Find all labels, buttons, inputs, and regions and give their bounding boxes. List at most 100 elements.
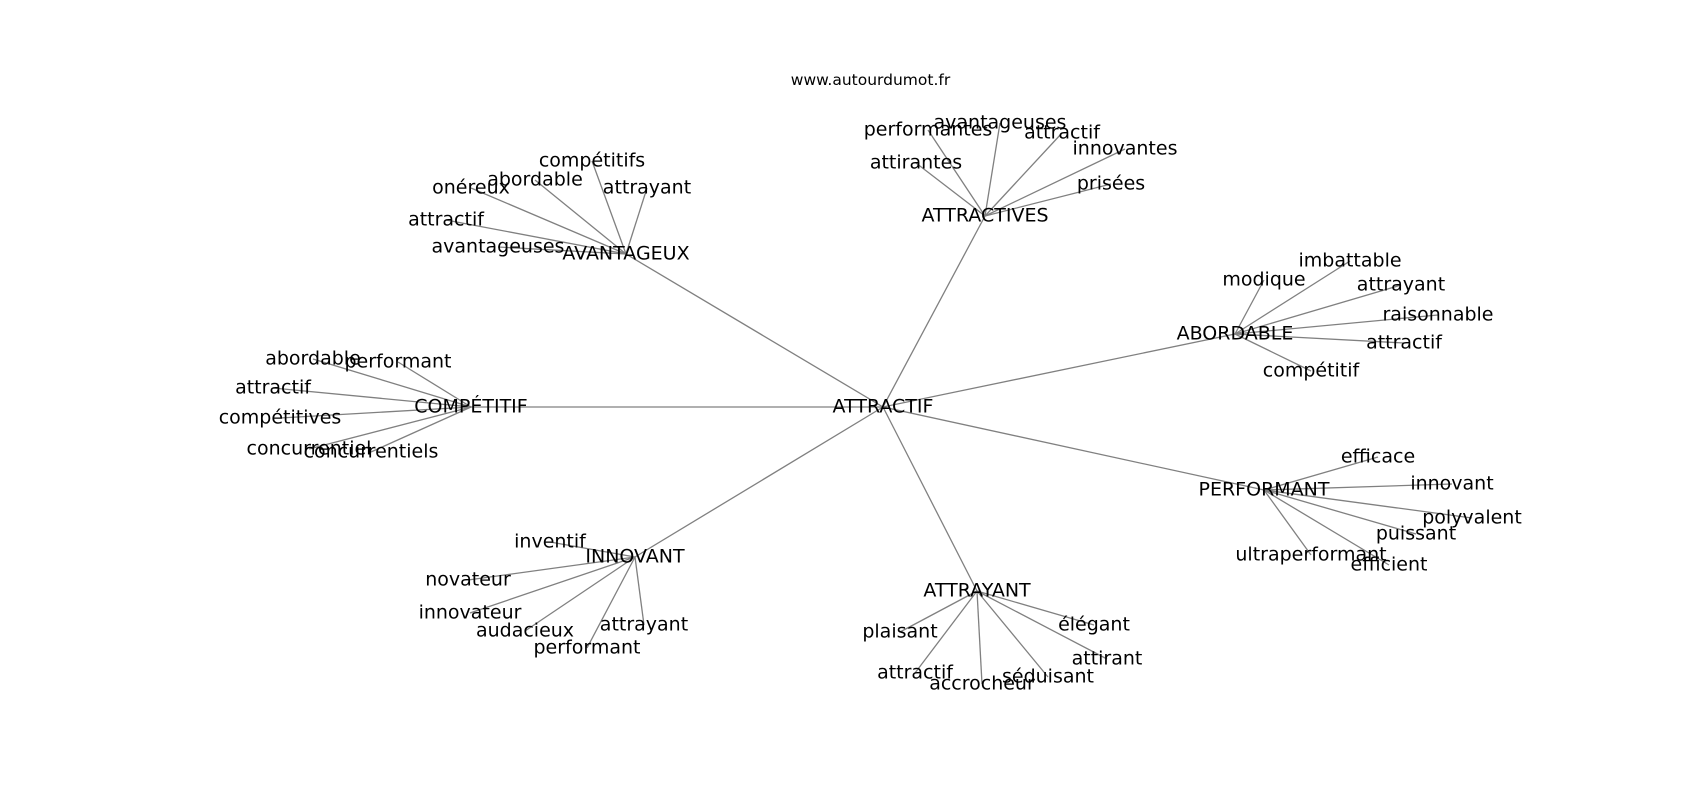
leaf-word: attrayant	[600, 614, 688, 636]
branch-word: ATTRACTIVES	[921, 205, 1048, 227]
edge-branch-to-leaf	[272, 387, 472, 408]
edge-branch-to-leaf	[634, 556, 645, 626]
edge-branch-to-leaf	[899, 590, 978, 633]
edge-branch-to-leaf	[1263, 489, 1417, 535]
edge-branch-to-leaf	[470, 187, 627, 255]
leaf-word: séduisant	[1002, 666, 1094, 688]
edge-branch-to-leaf	[984, 183, 1112, 217]
edge-branch-to-leaf	[984, 148, 1126, 217]
edge-branch-to-leaf	[1263, 483, 1453, 491]
leaf-word: innovantes	[1073, 138, 1178, 160]
leaf-word: accrocheur	[929, 673, 1035, 695]
edge-branch-to-leaf	[586, 556, 636, 649]
leaf-word: innovant	[1410, 473, 1493, 495]
edge-branch-to-leaf	[1234, 260, 1351, 335]
branch-word: ABORDABLE	[1177, 323, 1294, 345]
leaf-word: prisées	[1077, 173, 1145, 195]
leaf-word: performant	[345, 351, 452, 373]
leaf-word: imbattable	[1298, 250, 1401, 272]
leaf-word: attrayant	[1357, 274, 1445, 296]
edge-branch-to-leaf	[497, 246, 627, 255]
edge-branch-to-leaf	[1234, 284, 1402, 335]
leaf-word: puissant	[1376, 523, 1456, 545]
leaf-word: compétitif	[1263, 360, 1361, 382]
edge-branch-to-leaf	[312, 358, 472, 408]
branch-word: COMPÉTITIF	[414, 395, 527, 418]
edge-branch-to-leaf	[467, 556, 636, 581]
edge-branch-to-leaf	[1263, 456, 1379, 491]
edge-branch-to-leaf	[445, 219, 627, 255]
leaf-word: polyvalent	[1422, 507, 1522, 529]
leaf-word: concurrentiel	[247, 438, 372, 460]
leaf-word: attractif	[877, 662, 954, 684]
edges-layer	[272, 122, 1473, 685]
leaf-word: novateur	[425, 569, 511, 591]
edge-branch-to-leaf	[397, 361, 472, 408]
leaf-word: raisonnable	[1382, 304, 1493, 326]
edge-center-to-branch	[882, 215, 986, 408]
branch-word: ATTRAYANT	[923, 580, 1031, 602]
leaf-word: audacieux	[476, 620, 574, 642]
leaf-word: innovateur	[419, 602, 522, 624]
leaf-word: performantes	[864, 119, 993, 141]
leaf-word: concurrentiels	[304, 441, 439, 463]
leaf-word: onéreux	[432, 177, 510, 199]
edge-branch-to-leaf	[1234, 314, 1439, 335]
source-label: www.autourdumot.fr	[790, 71, 951, 89]
leaf-word: ultraperformant	[1235, 544, 1386, 566]
edge-branch-to-leaf	[524, 556, 636, 632]
edge-branch-to-leaf	[1263, 489, 1473, 519]
edge-branch-to-leaf	[308, 406, 472, 450]
edge-branch-to-leaf	[1234, 333, 1312, 372]
edge-branch-to-leaf	[1234, 279, 1265, 335]
leaf-word: compétitifs	[539, 150, 645, 172]
leaf-word: abordable	[487, 169, 583, 191]
edge-branch-to-leaf	[549, 541, 636, 558]
leaf-word: modique	[1222, 269, 1305, 291]
leaf-word: attirant	[1072, 648, 1143, 670]
edge-branch-to-leaf	[915, 162, 986, 217]
edge-branch-to-leaf	[370, 406, 472, 453]
branch-word: AVANTAGEUX	[562, 243, 689, 265]
leaf-word: élégant	[1058, 614, 1130, 636]
leaf-word: plaisant	[862, 621, 937, 643]
edge-branch-to-leaf	[984, 122, 1001, 217]
center-word: ATTRACTIF	[833, 396, 934, 418]
leaf-word: attractif	[408, 209, 485, 231]
leaf-word: attractif	[1024, 122, 1101, 144]
edge-branch-to-leaf	[591, 160, 627, 255]
edge-center-to-branch	[625, 253, 884, 408]
edge-branch-to-leaf	[469, 556, 636, 614]
edge-branch-to-leaf	[976, 590, 1108, 660]
leaf-word: avantageuses	[432, 236, 565, 258]
leaf-word: avantageuses	[934, 112, 1067, 134]
edge-branch-to-leaf	[625, 187, 648, 255]
leaf-word: abordable	[265, 348, 361, 370]
edge-branch-to-leaf	[984, 132, 1063, 217]
leaf-word: attrayant	[603, 177, 691, 199]
edge-branch-to-leaf	[534, 179, 627, 255]
leaf-word: performant	[534, 637, 641, 659]
edge-branch-to-leaf	[976, 590, 1049, 678]
leaf-word: inventif	[514, 531, 587, 553]
edge-branch-to-leaf	[1263, 489, 1390, 566]
edge-branch-to-leaf	[1263, 489, 1312, 556]
edge-branch-to-leaf	[1234, 333, 1405, 344]
edge-center-to-branch	[634, 406, 884, 558]
edge-center-to-branch	[882, 333, 1236, 408]
edge-center-to-branch	[882, 406, 978, 592]
leaf-word: attractif	[235, 377, 312, 399]
edge-branch-to-leaf	[279, 406, 472, 419]
leaf-word: efficace	[1341, 446, 1415, 468]
edge-center-to-branch	[882, 406, 1265, 491]
edge-branch-to-leaf	[976, 590, 1095, 626]
leaf-word: efficient	[1351, 554, 1428, 576]
leaf-word: attirantes	[870, 152, 962, 174]
edge-branch-to-leaf	[976, 590, 983, 685]
leaf-word: attractif	[1366, 332, 1443, 354]
edge-branch-to-leaf	[914, 590, 978, 674]
branch-word: INNOVANT	[585, 546, 685, 568]
